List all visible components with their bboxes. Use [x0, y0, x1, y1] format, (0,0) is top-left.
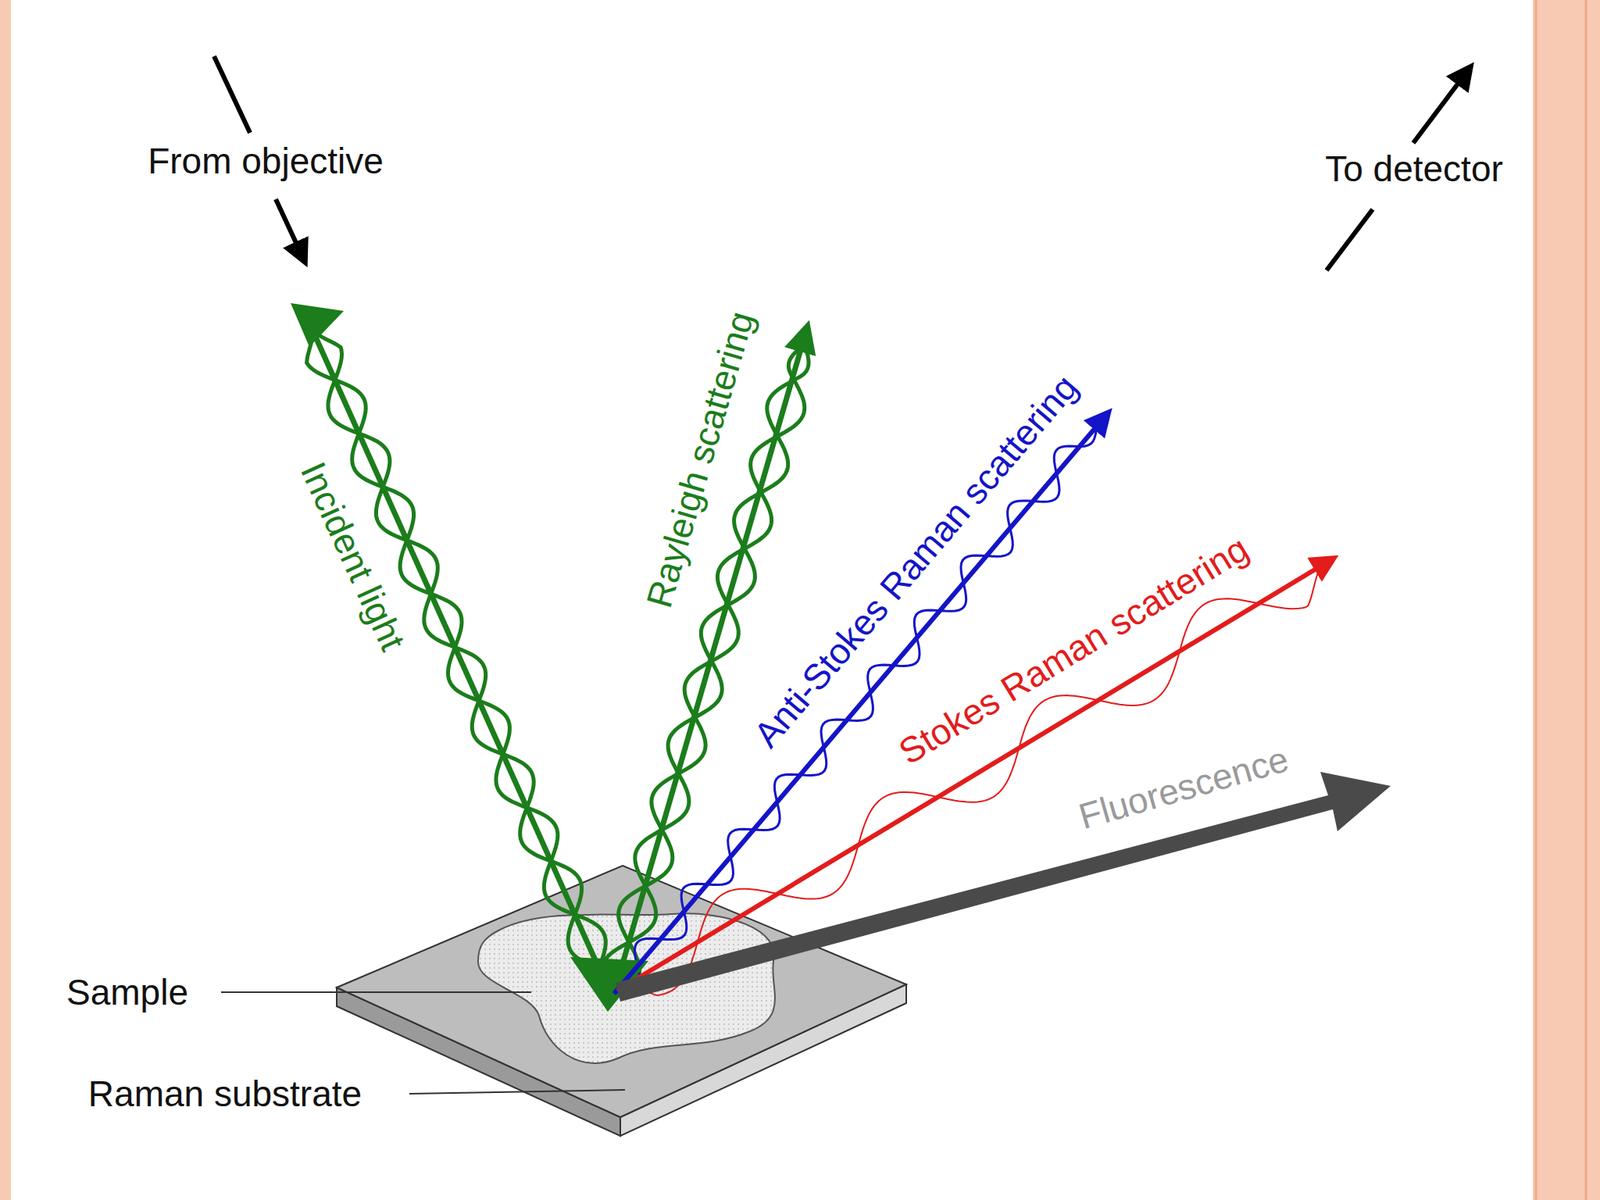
wave-group [307, 326, 1320, 999]
frame-line [1535, 0, 1538, 1200]
incident-beam [310, 326, 613, 999]
leader-line [409, 1089, 625, 1094]
light-wave [617, 569, 1320, 996]
detector-label: To detector [1325, 150, 1504, 187]
incident-head [290, 303, 344, 347]
detector-arrow [1413, 73, 1466, 143]
stokes-beam [617, 562, 1327, 991]
beam-label: Incident light [295, 457, 412, 656]
objective-arrow [214, 56, 250, 133]
frame-line [1585, 0, 1588, 1200]
beam-label: Rayleigh scattering [640, 307, 760, 612]
detector-arrow [1326, 209, 1373, 271]
objective-arrow [275, 199, 302, 255]
leader-line [221, 991, 532, 993]
part-label: Raman substrate [88, 1075, 362, 1112]
part-label: Sample [66, 974, 189, 1011]
beam-label: Stokes Raman scattering [892, 529, 1254, 771]
source-label: From objective [147, 142, 384, 179]
frame-right [1532, 0, 1600, 1200]
fluorescence-arrow [615, 771, 1391, 1002]
frame-left [0, 0, 11, 1200]
